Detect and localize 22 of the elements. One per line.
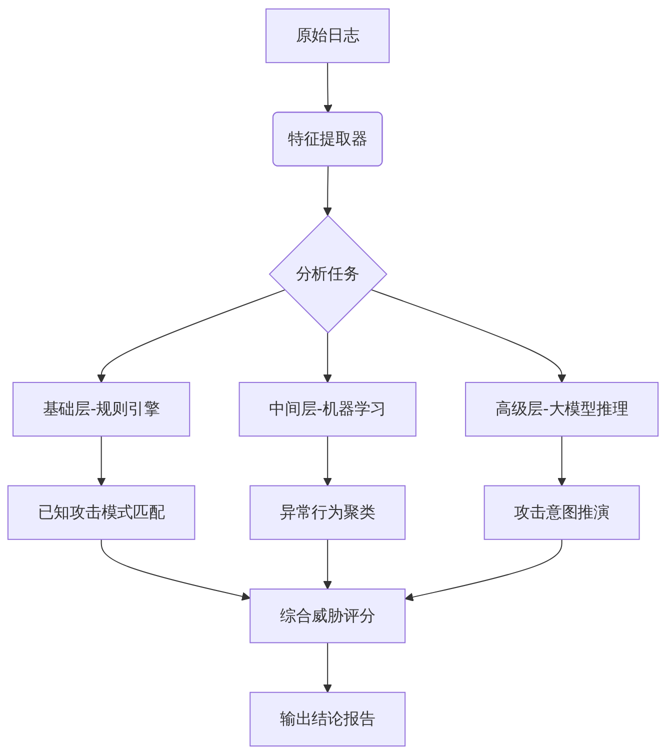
node-diamond: 分析任务 bbox=[268, 214, 388, 334]
arrow bbox=[404, 538, 562, 602]
node-box: 基础层-规则引擎 bbox=[12, 382, 190, 437]
arrow bbox=[323, 166, 332, 216]
arrow bbox=[96, 436, 106, 486]
arrow bbox=[557, 436, 566, 486]
node-box: 高级层-大模型推理 bbox=[465, 382, 659, 437]
arrow bbox=[323, 642, 332, 693]
arrow bbox=[100, 538, 250, 601]
arrow bbox=[323, 538, 332, 590]
node-box: 原始日志 bbox=[266, 8, 390, 64]
node-box: 已知攻击模式匹配 bbox=[7, 485, 196, 540]
node-box: 异常行为聚类 bbox=[250, 485, 406, 540]
arrow bbox=[96, 289, 286, 383]
node-box: 攻击意图推演 bbox=[484, 485, 640, 540]
node-box: 输出结论报告 bbox=[250, 692, 406, 747]
arrow bbox=[323, 332, 332, 383]
node-box: 综合威胁评分 bbox=[250, 588, 406, 644]
arrow bbox=[324, 62, 332, 114]
arrow bbox=[370, 289, 566, 383]
node-box: 中间层-机器学习 bbox=[238, 382, 416, 437]
arrow bbox=[323, 436, 332, 486]
